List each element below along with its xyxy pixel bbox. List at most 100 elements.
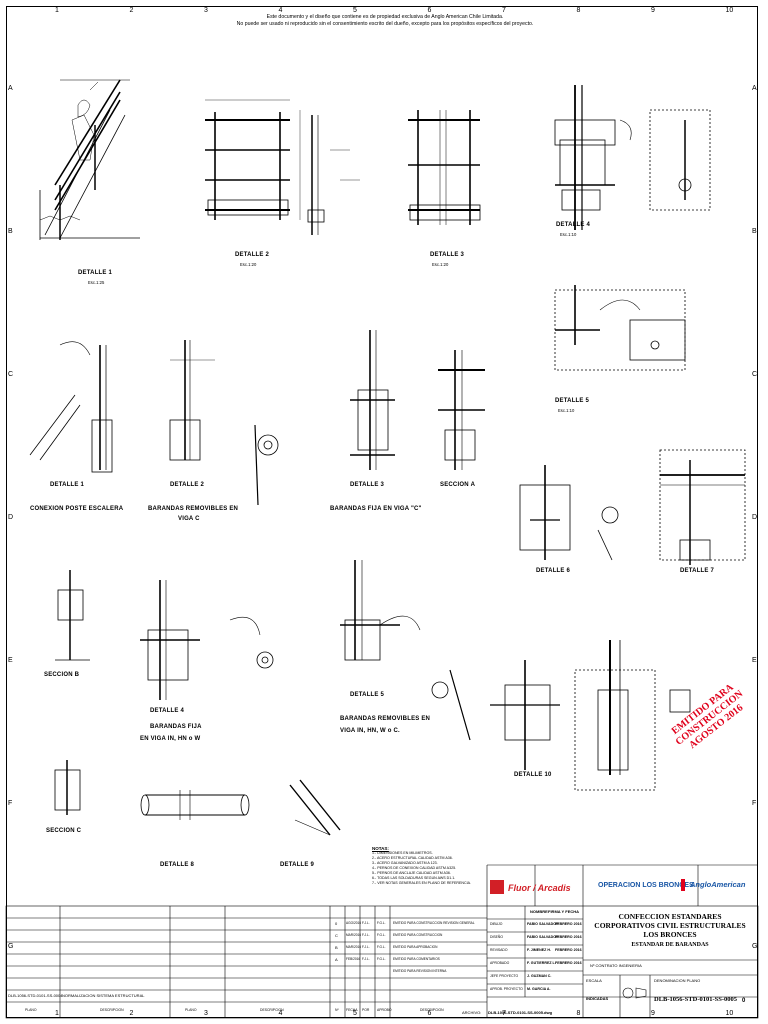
scale-label: ESCALA (586, 978, 602, 983)
removable-in-detail-word: DETALLE (350, 692, 379, 698)
grid-row-right-F: F (752, 800, 757, 807)
signature-name: FABIO SALVADOR (527, 935, 559, 939)
projection-symbol-icon (622, 987, 647, 999)
reference-drawing-1: DLB-1056-STD-0101-SS-0004 (8, 993, 63, 998)
names-header: NOMBRE (530, 909, 548, 914)
grid-row-right-A: A (752, 85, 757, 92)
detail-9-caption: DETALLE 9 (280, 862, 314, 868)
signature-date: FEBRERO 2016 (555, 961, 582, 965)
grid-col-top-6: 6 (427, 7, 432, 14)
grid-col-bottom-8: 8 (576, 1010, 581, 1017)
signature-name: F. GUTIERREZ L. (527, 961, 556, 965)
grid-row-left-D: D (8, 514, 14, 521)
revision-date: MAR/2016 (346, 945, 362, 949)
revision-by: F.J.L. (362, 945, 370, 949)
contractor-logo-icon: Fluor / Arcadis (490, 880, 571, 894)
detail-9-word: DETALLE (280, 862, 309, 868)
signature-role: APROBADO (490, 961, 510, 965)
revision-header: APROBÓ (377, 1008, 392, 1012)
detail-6-caption: DETALLE 6 (536, 568, 570, 574)
removable-railing-in (340, 560, 471, 741)
revision-header: FECHA (346, 1008, 358, 1012)
grid-col-bottom-3: 3 (204, 1010, 208, 1017)
grid-col-top-8: 8 (576, 7, 581, 14)
detail-5-scale: Esc.1:10 (558, 408, 575, 413)
section-b (55, 570, 90, 661)
fixed-in-caption-2: EN VIGA IN, HN o W (140, 736, 201, 742)
section-b-letter: B (74, 672, 80, 678)
revision-by: F.J.L. (362, 957, 370, 961)
notice-line-1: Este documento y el diseño que contiene … (266, 14, 504, 20)
grid-col-bottom-5: 5 (353, 1010, 357, 1017)
client-name: AngloAmerican (690, 880, 746, 889)
section-a-letter: A (470, 482, 476, 488)
signature-date: FEBRERO 2016 (555, 948, 582, 952)
grid-col-top-9: 9 (651, 7, 655, 14)
detail-8-word: DETALLE (160, 862, 189, 868)
detail-10-word: DETALLE (514, 772, 543, 778)
detail-1-stair-railing (39, 79, 140, 240)
section-a (438, 350, 485, 470)
signature-role: DIBUJO (490, 922, 503, 926)
detail-5-caption: DETALLE 5 (555, 398, 589, 404)
detail-6-number: 6 (566, 568, 571, 574)
detail-9-number: 9 (310, 862, 315, 868)
detail-1-title: DETALLE (78, 270, 107, 276)
project-line-1: CONFECCION ESTANDARES (618, 912, 722, 921)
detail-4-post-base (554, 85, 711, 230)
detail-2-number: 2 (265, 252, 270, 258)
detail-5-anchor (554, 285, 686, 371)
detail-6 (519, 465, 619, 561)
drawing-sheet (6, 6, 758, 1018)
revision-date: FEB/2016 (346, 957, 361, 961)
detail-3-caption: DETALLE 3 (430, 252, 464, 258)
removable-c-caption-2: VIGA C (178, 516, 200, 522)
note-line: 4.- PERNOS DE CONEXION CALIDAD ASTM A325… (372, 866, 457, 870)
detail-9-post-elevation (574, 640, 691, 791)
detail-5-title: DETALLE (555, 398, 584, 404)
revision-header: POR (362, 1008, 370, 1012)
detail-8 (490, 660, 560, 770)
grid-row-right-E: E (752, 657, 757, 664)
contract-label: Nº CONTRATO INGENIERIA (590, 963, 642, 968)
section-c-letter: C (76, 828, 82, 834)
revision-checked: F.G.L. (377, 945, 386, 949)
grid-row-right-G: G (752, 943, 758, 950)
section-b-word: SECCION (44, 672, 73, 678)
reference-header: PLANO (185, 1008, 197, 1012)
detail-3-railing-frame (408, 110, 481, 225)
reference-header: DESCRIPCION (100, 1008, 124, 1012)
detail-7-number: 7 (710, 568, 715, 574)
section-b-caption: SECCION B (44, 672, 79, 678)
fixed-c-detail-word: DETALLE (350, 482, 379, 488)
connection-detail (29, 341, 113, 473)
sign-header: FIRMA Y FECHA (548, 909, 580, 914)
grid-row-right-D: D (752, 514, 758, 521)
revision-date: MAR/2016 (346, 933, 362, 937)
revision-header: DESCRIPCION (420, 1008, 444, 1012)
notes-heading: NOTAS: (372, 846, 389, 851)
detail-3-title: DETALLE (430, 252, 459, 258)
note-line: 3.- ACERO GALVANIZADO ASTM A 123. (372, 861, 438, 865)
section-c (54, 760, 81, 815)
grid-col-top-10: 10 (725, 7, 734, 14)
detail-3-number: 3 (460, 252, 465, 258)
grid-col-bottom-7: 7 (502, 1010, 506, 1017)
client-area: OPERACION LOS BRONCES (598, 882, 694, 889)
grid-row-right-C: C (752, 371, 758, 378)
scale-value: INDICADAS (586, 996, 609, 1001)
grid-col-bottom-10: 10 (725, 1010, 734, 1017)
revision-code: A (335, 957, 338, 962)
grid-row-left-B: B (8, 228, 13, 235)
grid-col-top-2: 2 (129, 7, 134, 14)
detail-2-railing-elevation (205, 99, 360, 235)
signature-name: J. GUZMAN C. (527, 974, 552, 978)
detail-1-number: 1 (108, 270, 113, 276)
detail-10-number: 10 (544, 772, 552, 778)
file-label: ARCHIVO: (462, 1010, 482, 1015)
detail-2-caption: DETALLE 2 (235, 252, 269, 258)
connection-caption-title: DETALLE 1 (50, 482, 84, 488)
revision-by: F.J.L. (362, 921, 370, 925)
fixed-in-detail-word: DETALLE (150, 708, 179, 714)
detail-8-caption: DETALLE 8 (160, 862, 194, 868)
